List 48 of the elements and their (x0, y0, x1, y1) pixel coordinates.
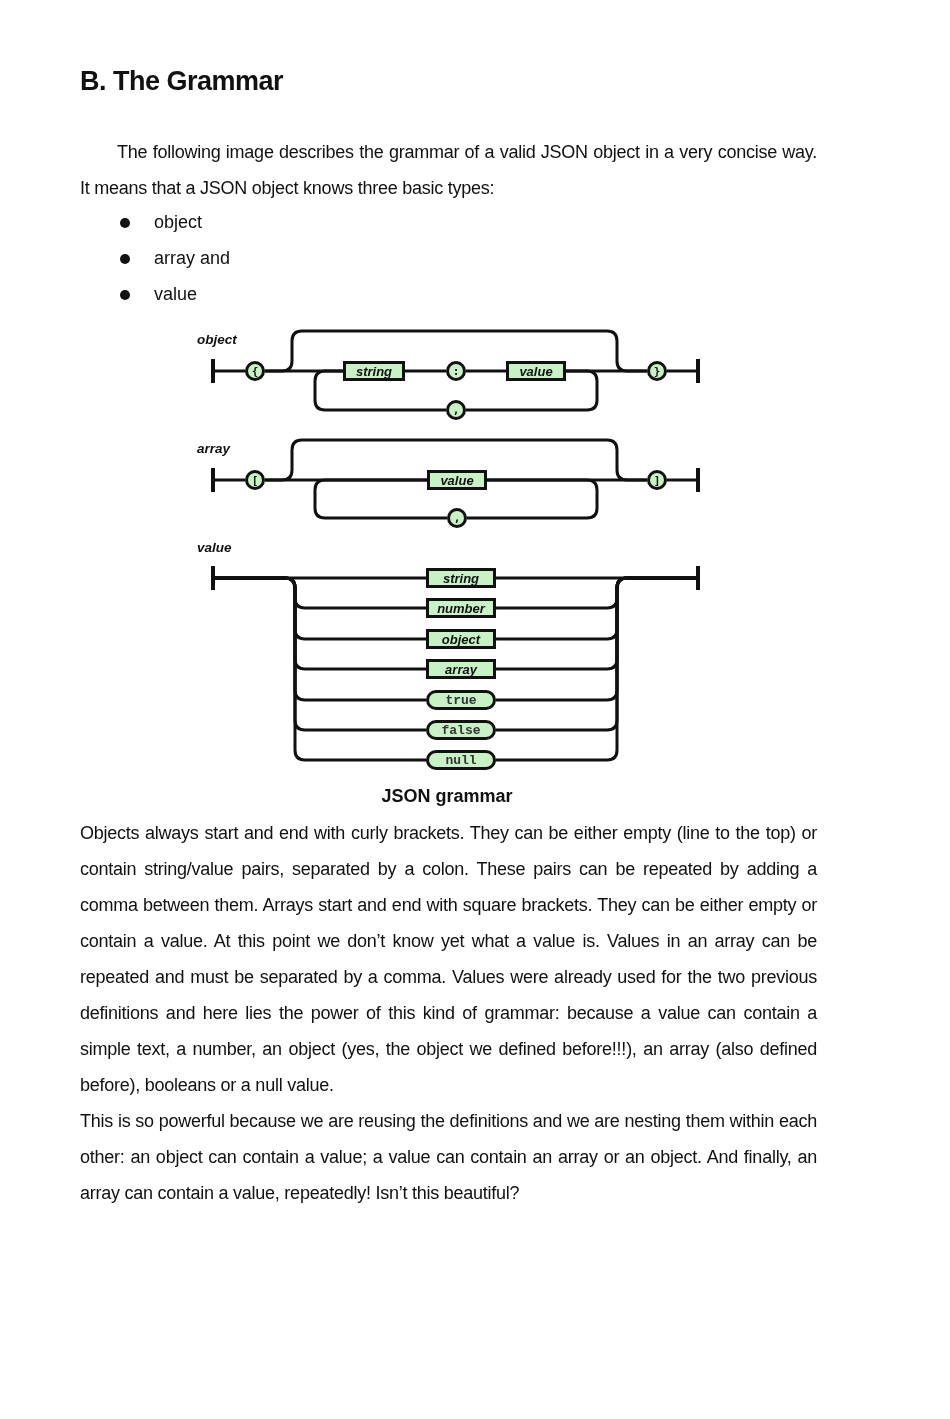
railroad-track (667, 478, 696, 482)
railroad-track (265, 329, 647, 373)
endpoint-bar (211, 468, 215, 492)
literal-pill: null (426, 750, 496, 770)
nonterminal-box: value (506, 361, 566, 381)
railroad-track (215, 576, 426, 762)
terminal-circle: ] (647, 470, 667, 490)
terminal-circle: [ (245, 470, 265, 490)
endpoint-bar (696, 359, 700, 383)
terminal-circle: : (446, 361, 466, 381)
railroad-track (215, 478, 245, 482)
list-item-text: array and (154, 248, 231, 269)
terminal-circle: } (647, 361, 667, 381)
literal-pill: false (426, 720, 496, 740)
diagram-heading: value (197, 540, 232, 555)
nonterminal-box: value (427, 470, 487, 490)
railroad-track (496, 576, 696, 762)
terminal-circle: , (447, 508, 467, 528)
literal-pill: true (426, 690, 496, 710)
section-heading: B. The Grammar (80, 66, 284, 97)
nonterminal-box: string (343, 361, 405, 381)
railroad-track (313, 478, 447, 520)
list-item-text: object (154, 212, 203, 233)
railroad-track (405, 369, 446, 373)
figure-caption: JSON grammar (380, 786, 514, 807)
railroad-track (215, 369, 245, 373)
diagram-heading: object (197, 332, 237, 347)
railroad-track (467, 478, 599, 520)
endpoint-bar (696, 468, 700, 492)
railroad-track (265, 438, 647, 482)
endpoint-bar (211, 359, 215, 383)
endpoint-bar (696, 566, 700, 590)
nonterminal-box: number (426, 598, 496, 618)
body-paragraph: Objects always start and end with curly brackets. They can be either empty (line to the top) or contain string/value pairs, separated by a colon. These pairs can be repeated by adding a comma between them. Arrays start and end with square brackets. They can be either empty or contain a value. At this point we don’t know yet what a value is. Values in an array can be repeated and must be separated by a comma. Values were already used for the two previous definitions and here lies the power of this kind of grammar: because a value can contain a simple text, a number, an object (yes, the object we defined before!!!), an array (also defined before), booleans or a null value. (80, 822, 817, 1097)
railroad-track (313, 369, 446, 412)
nonterminal-box: string (426, 568, 496, 588)
terminal-circle: , (446, 400, 466, 420)
railroad-track (466, 369, 599, 412)
nonterminal-box: object (426, 629, 496, 649)
body-paragraph: This is so powerful because we are reusing the definitions and we are nesting them within each other: an object can contain a value; a value can contain an array or an object. And finally, an array can contain a value, repeatedly! Isn’t this beautiful? (80, 1110, 817, 1205)
terminal-circle: { (245, 361, 265, 381)
diagram-heading: array (197, 441, 231, 456)
nonterminal-box: array (426, 659, 496, 679)
railroad-track (667, 369, 696, 373)
list-item-text: value (154, 284, 198, 305)
endpoint-bar (211, 566, 215, 590)
body-paragraph: The following image describes the grammar of a valid JSON object in a very concise way. It means that a JSON object knows three basic types: (80, 141, 817, 200)
railroad-track (466, 369, 506, 373)
